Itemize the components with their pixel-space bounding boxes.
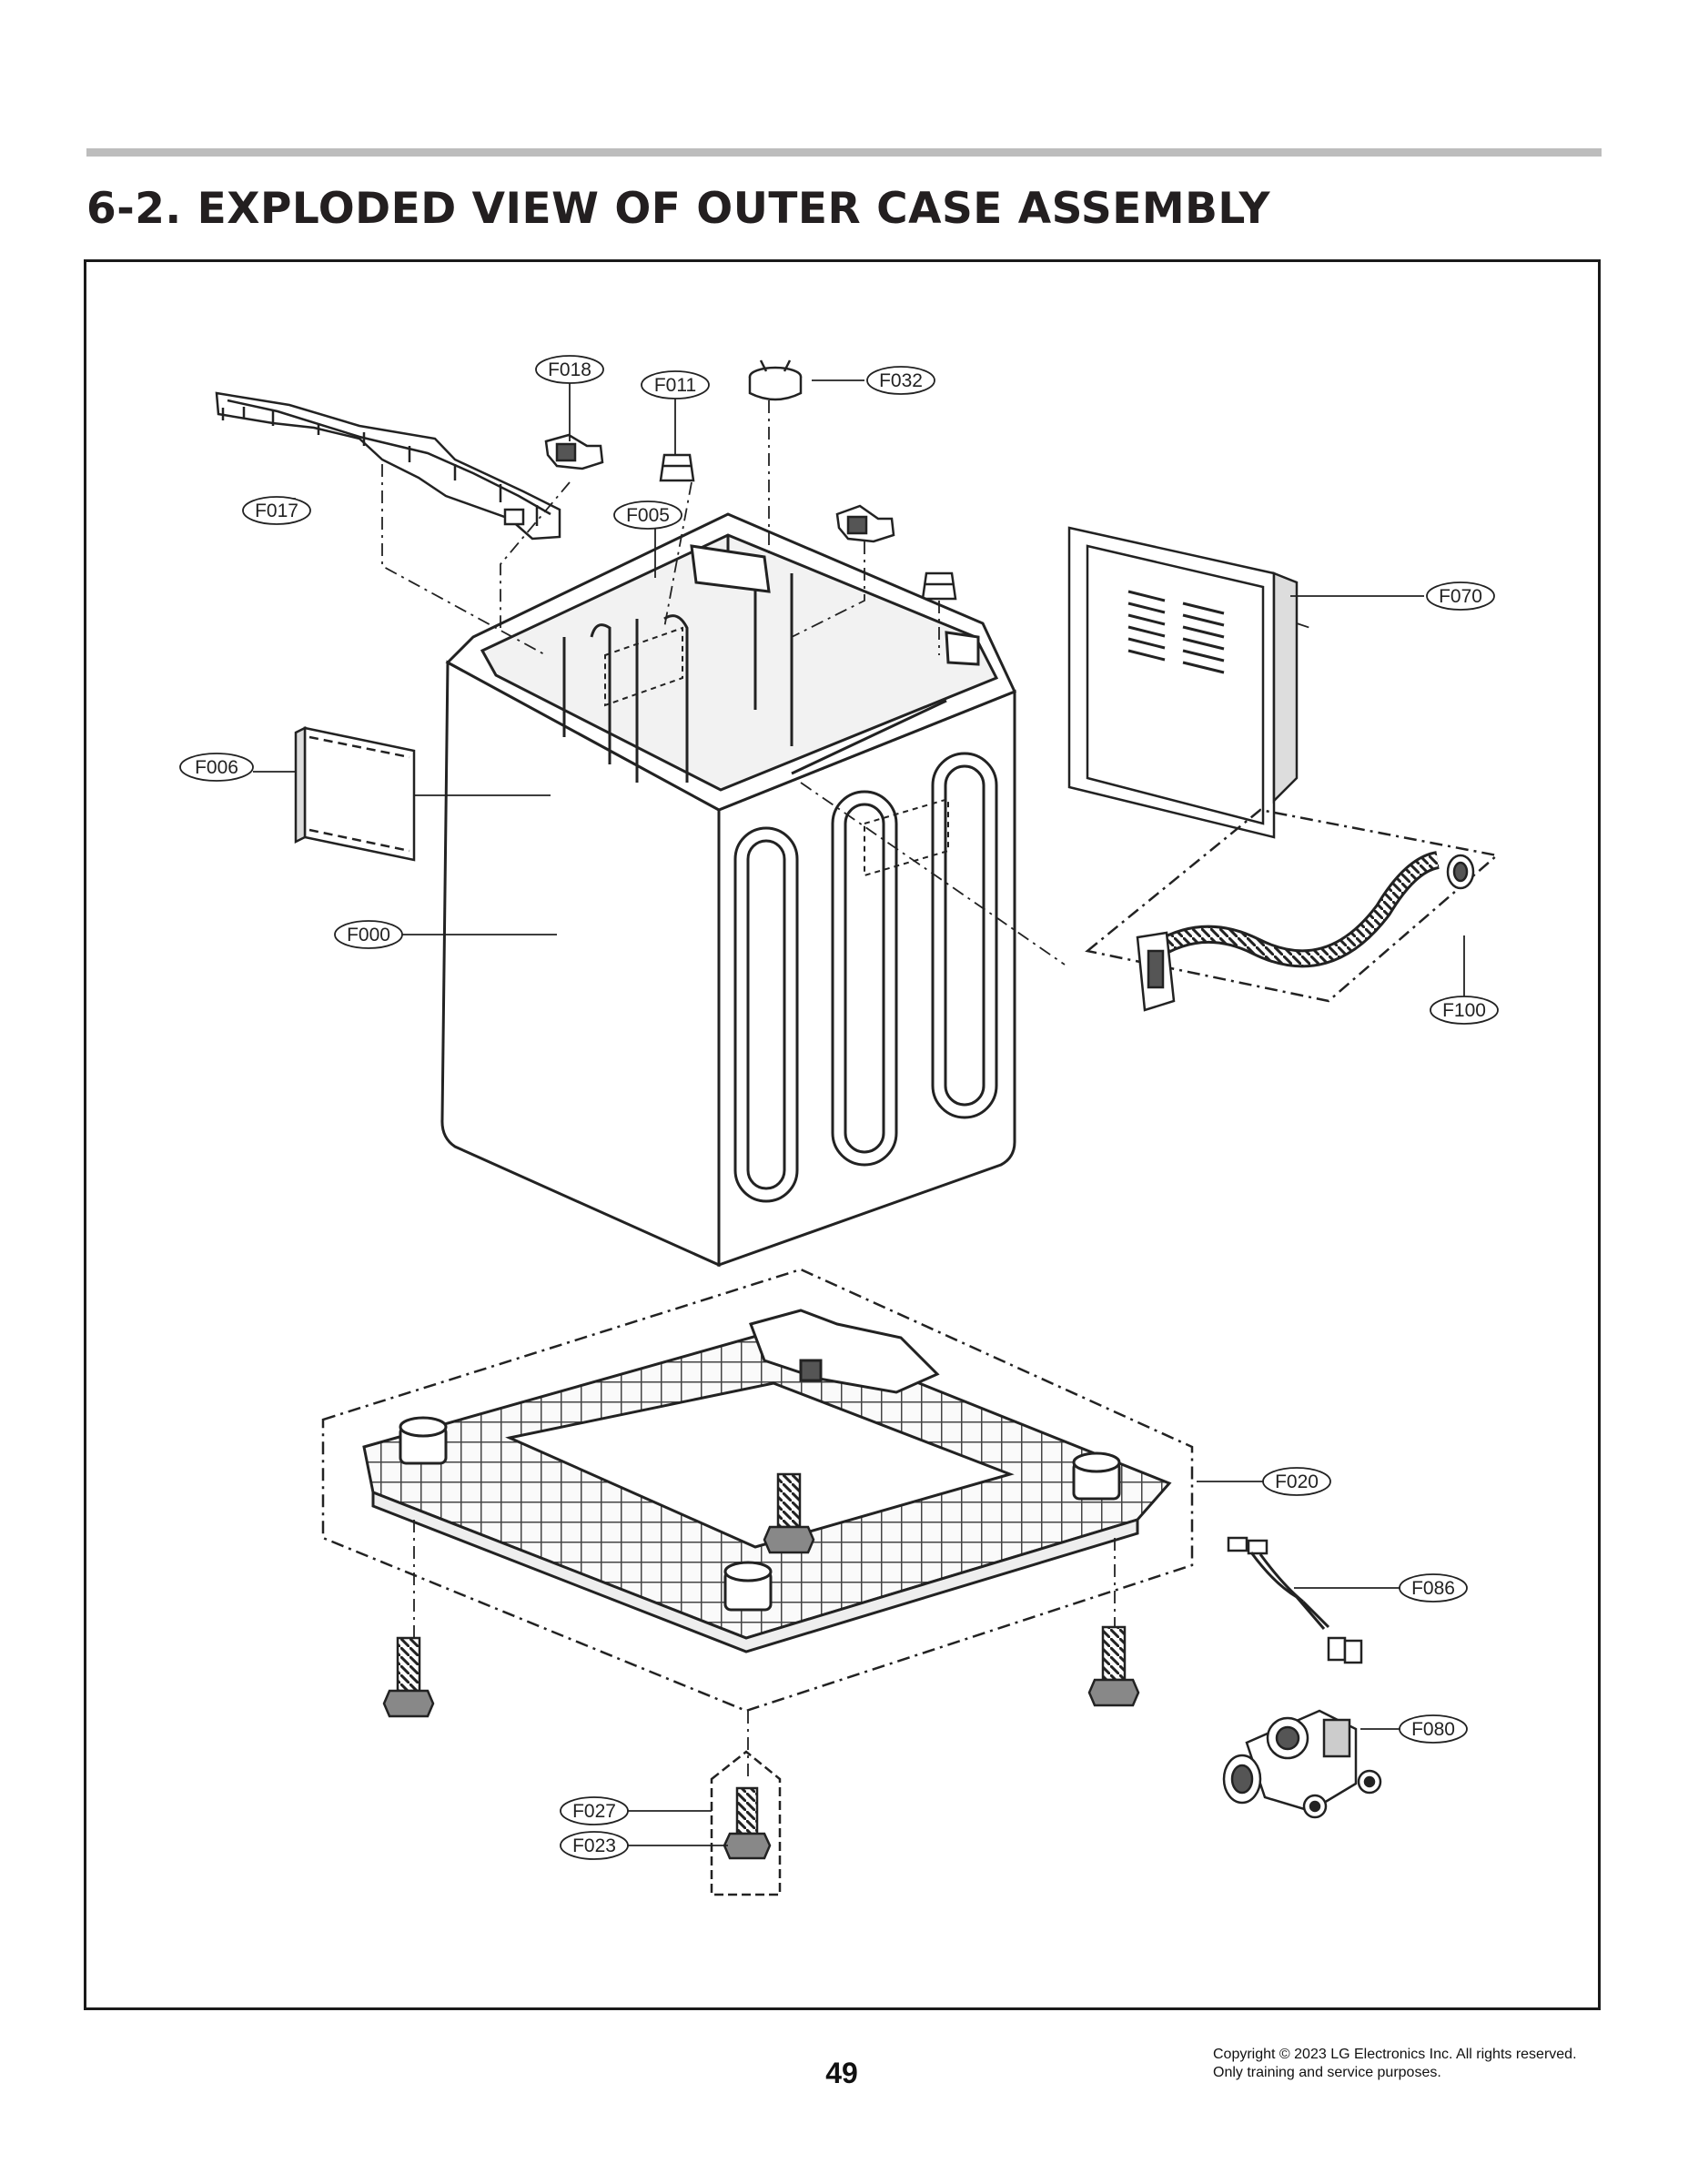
svg-text:F032: F032 xyxy=(879,370,923,391)
leveling-leg-part xyxy=(382,1472,1140,1860)
leg-detail-box xyxy=(710,1750,782,1896)
cover-plate-part xyxy=(294,725,416,862)
callout-f000: F000 xyxy=(334,920,403,949)
callout-f080: F080 xyxy=(1399,1714,1468,1744)
callout-f100: F100 xyxy=(1430,996,1499,1025)
svg-text:F020: F020 xyxy=(1275,1471,1319,1492)
callout-f023: F023 xyxy=(560,1831,629,1860)
svg-text:F017: F017 xyxy=(255,500,298,521)
svg-text:F000: F000 xyxy=(347,925,390,945)
callout-f017: F017 xyxy=(242,496,311,525)
page-number: 49 xyxy=(825,2057,858,2089)
svg-text:F100: F100 xyxy=(1442,1000,1486,1021)
wire-harness-part xyxy=(1227,1536,1363,1664)
drain-pump-part xyxy=(1222,1709,1382,1819)
svg-text:F080: F080 xyxy=(1411,1719,1455,1740)
callout-f006: F006 xyxy=(179,753,254,782)
leader-lines xyxy=(253,378,1465,1846)
svg-text:F006: F006 xyxy=(195,757,238,778)
callout-f070: F070 xyxy=(1426,581,1495,611)
diagram-frame xyxy=(84,259,1601,2010)
copyright-line: Copyright © 2023 LG Electronics Inc. All… xyxy=(1213,2047,1577,2062)
hinge-bracket-part xyxy=(544,433,895,543)
svg-text:F070: F070 xyxy=(1439,586,1482,607)
usage-notice-line: Only training and service purposes. xyxy=(1213,2065,1441,2080)
callout-f020: F020 xyxy=(1262,1467,1331,1496)
frame-bracket-part xyxy=(215,391,561,541)
svg-text:F023: F023 xyxy=(572,1835,616,1856)
assembly-guide-lines xyxy=(381,400,1311,1779)
callout-f018: F018 xyxy=(535,355,604,384)
header-rule xyxy=(86,148,1602,157)
clamp-part xyxy=(748,359,803,401)
svg-text:F086: F086 xyxy=(1411,1578,1455,1599)
callout-f011: F011 xyxy=(641,370,710,399)
callout-f032: F032 xyxy=(866,366,935,395)
callout-f027: F027 xyxy=(560,1796,629,1825)
svg-text:F005: F005 xyxy=(626,505,670,526)
page-title: 6-2. EXPLODED VIEW OF OUTER CASE ASSEMBL… xyxy=(86,184,1271,234)
callout-f005: F005 xyxy=(613,500,682,530)
callout-f086: F086 xyxy=(1399,1573,1468,1603)
copyright-notice: Copyright © 2023 LG Electronics Inc. All… xyxy=(1213,2046,1577,2082)
base-frame-part xyxy=(321,1268,1194,1713)
label-area-marker xyxy=(604,626,949,877)
rubber-cap-part xyxy=(659,453,957,601)
svg-text:F027: F027 xyxy=(572,1801,616,1822)
rear-panel-part xyxy=(1067,526,1299,839)
svg-text:F018: F018 xyxy=(548,359,591,380)
svg-text:F011: F011 xyxy=(654,375,696,396)
drain-hose-part xyxy=(1085,808,1500,1012)
cabinet-part xyxy=(440,512,1017,1268)
